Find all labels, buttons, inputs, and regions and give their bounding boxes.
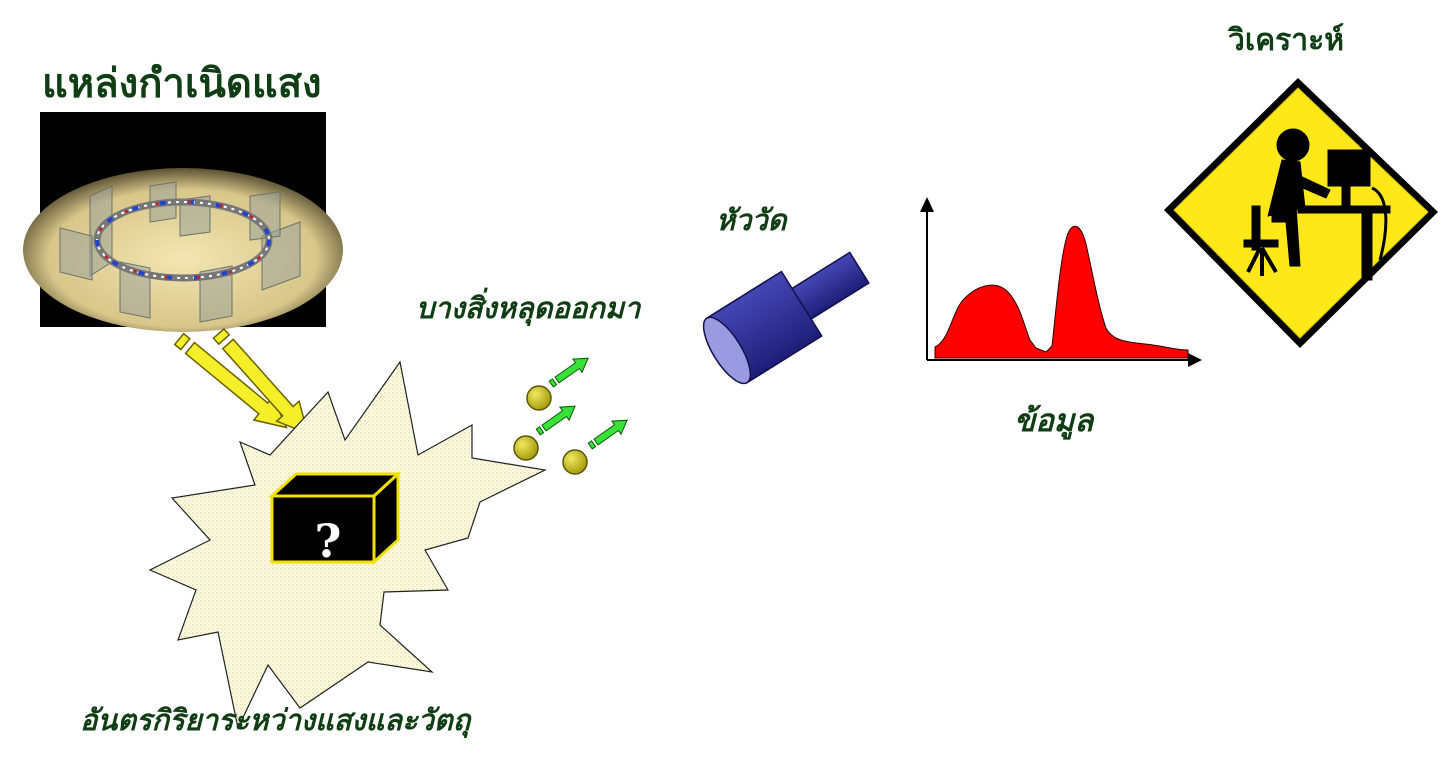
green-arrow: [548, 357, 589, 388]
interaction-label: อันตรกิริยาระหว่างแสงและวัตถุ: [80, 703, 471, 737]
sample-box: ?: [268, 470, 402, 568]
green-arrow: [535, 405, 576, 436]
emitted-label: บางสิ่งหลุดออกมา: [416, 291, 641, 325]
detector-icon: [702, 251, 870, 385]
question-mark: ?: [315, 514, 342, 568]
light-beam-arrow: [173, 332, 288, 429]
spectrum-curve: [934, 225, 1189, 359]
particle: [513, 435, 539, 461]
analyze-label: วิเคราะห์: [1228, 23, 1345, 58]
particle: [562, 449, 588, 475]
emitted-particles: [513, 357, 628, 475]
detector-label: หัววัด: [716, 203, 787, 237]
light-beam-arrow: [212, 327, 309, 435]
light-source-label: แหล่งกำเนิดแสง: [42, 60, 322, 107]
person-at-computer-warning-icon: [1164, 78, 1438, 348]
particle: [526, 385, 552, 411]
data-label: ข้อมูล: [1014, 403, 1094, 439]
synchrotron-image: [23, 112, 343, 332]
green-arrow: [587, 419, 628, 450]
light-beam-arrows: [173, 327, 309, 435]
spectrum-plot: [920, 197, 1202, 367]
